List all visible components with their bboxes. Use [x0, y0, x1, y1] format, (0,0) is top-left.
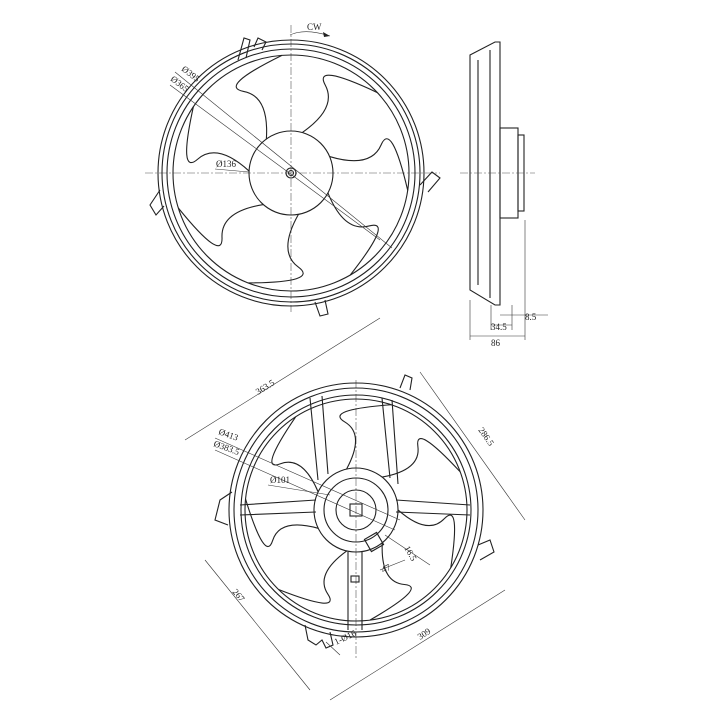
outer-ring: [157, 39, 425, 307]
hub: [248, 130, 334, 216]
spoke: [347, 552, 363, 630]
spoke: [395, 499, 471, 516]
inner-ring: [244, 398, 468, 622]
mount-tab: [237, 37, 267, 61]
dim-depth-total: 86: [491, 338, 501, 348]
blade-edge: [235, 54, 283, 140]
dim-offset: 8.5: [525, 312, 537, 322]
rotation-label: CW: [307, 22, 322, 32]
ring: [161, 43, 421, 303]
clip: [350, 575, 360, 583]
spoke: [239, 499, 317, 516]
mount-tab: [399, 374, 413, 391]
blade-edge: [369, 542, 412, 621]
mount-tab: [419, 171, 441, 193]
dim-line: [214, 449, 396, 531]
blade-edge: [248, 214, 304, 284]
blade-edge: [278, 550, 348, 604]
mount-tab: [304, 624, 334, 649]
connector: [363, 531, 385, 553]
bottom-view: 363.5 286.5 Ø413 Ø383.5 Ø101 16.5 47 267…: [184, 317, 526, 701]
dim-left: 267: [230, 587, 247, 604]
blade-edge: [329, 138, 409, 191]
dim-line: [329, 589, 506, 701]
dim-hub-diameter: Ø101: [270, 475, 290, 485]
dim-line: [174, 71, 393, 249]
dim-line: [419, 371, 526, 521]
dim-line: [169, 84, 381, 241]
inner-ring: [172, 54, 410, 292]
hub: [313, 467, 399, 553]
top-view: CW Ø395 Ø365 Ø136: [145, 22, 441, 317]
blade-edge: [177, 204, 264, 247]
motor-housing: [323, 477, 389, 543]
shroud-profile: [469, 41, 501, 306]
motor-core: [335, 489, 377, 531]
dim-line: [379, 559, 406, 571]
blades: [245, 404, 461, 621]
blade-edge: [301, 74, 378, 133]
blades: [177, 54, 409, 284]
outer-ring: [228, 382, 484, 638]
dim-line: [204, 559, 311, 691]
ring: [240, 394, 472, 626]
dim-line: [214, 168, 250, 173]
spoke: [381, 397, 399, 485]
dim-hub-diameter: Ø136: [216, 159, 236, 169]
mount-tab: [314, 299, 329, 317]
dim-line: [325, 641, 341, 656]
blade-edge: [186, 106, 250, 172]
dim-line: [267, 484, 331, 496]
dim-height-diagonal: 286.5: [476, 425, 496, 448]
shaft-core: [287, 169, 295, 177]
blade-edge: [245, 498, 319, 547]
blade-edge: [397, 509, 456, 568]
shaft: [285, 167, 297, 179]
dim-bottom: 309: [416, 626, 433, 642]
arrow-head-icon: [323, 32, 330, 37]
ring: [166, 48, 416, 298]
side-view: 8.5 34.5 86: [460, 41, 548, 348]
mount-tab: [214, 491, 233, 526]
dim-line: [384, 534, 431, 566]
dim-width-diagonal: 363.5: [254, 377, 277, 396]
blade-edge: [382, 438, 461, 478]
blade-edge: [271, 416, 319, 493]
mount-tab: [149, 189, 165, 216]
dim-line: [184, 317, 381, 441]
dim-depth-inner: 34.5: [491, 322, 507, 332]
mount-tab: [477, 539, 495, 561]
dim-line: [214, 437, 401, 521]
blade-edge: [339, 404, 392, 470]
ring: [233, 387, 479, 633]
dim-inner-diameter: Ø383.5: [212, 438, 241, 457]
spoke: [309, 395, 329, 481]
dim-connector-b: 47: [380, 562, 393, 575]
blade-edge: [327, 192, 379, 276]
